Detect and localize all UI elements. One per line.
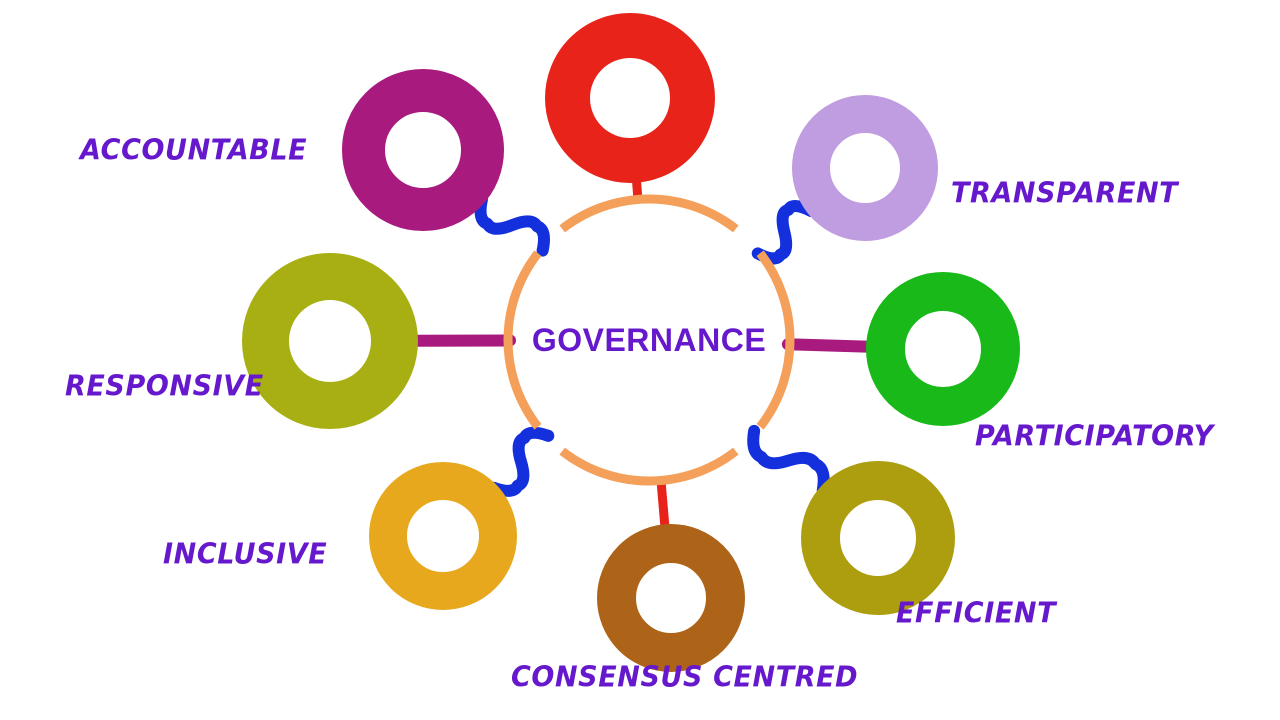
- hub-ring: [503, 194, 795, 486]
- connector-wave-accountable: [474, 193, 550, 257]
- connector-bar-participatory: [781, 338, 877, 353]
- donut-inclusive[interactable]: [369, 462, 517, 610]
- node-label-responsive: RESPONSIVE: [65, 370, 264, 403]
- connector-wave-efficient: [747, 424, 830, 497]
- donut-accountable[interactable]: [342, 69, 504, 231]
- connector-stem-consensus-centred: [656, 478, 670, 529]
- connectors-layer: [407, 178, 877, 529]
- connector-wave-inclusive: [487, 426, 555, 497]
- donut-top-red[interactable]: [545, 13, 715, 183]
- node-label-inclusive: INCLUSIVE: [163, 538, 328, 571]
- node-label-participatory: PARTICIPATORY: [975, 420, 1214, 453]
- node-label-consensus-centred: CONSENSUS CENTRED: [511, 661, 859, 694]
- node-label-transparent: TRANSPARENT: [951, 177, 1179, 210]
- hub-ring-arc: [756, 250, 795, 430]
- donut-transparent[interactable]: [792, 95, 938, 241]
- donut-participatory[interactable]: [866, 272, 1020, 426]
- node-label-efficient: EFFICIENT: [896, 597, 1057, 630]
- donut-efficient[interactable]: [801, 461, 955, 615]
- donut-responsive[interactable]: [242, 253, 418, 429]
- donut-nodes-layer: [242, 13, 1020, 672]
- hub-label: GOVERNANCE: [532, 322, 766, 358]
- donut-consensus-centred[interactable]: [597, 524, 745, 672]
- hub-ring-arc: [559, 194, 739, 233]
- hub-ring-arc: [559, 447, 739, 486]
- node-label-accountable: ACCOUNTABLE: [80, 134, 308, 167]
- connector-wave-transparent: [751, 200, 818, 265]
- hub-ring-arc: [503, 250, 542, 430]
